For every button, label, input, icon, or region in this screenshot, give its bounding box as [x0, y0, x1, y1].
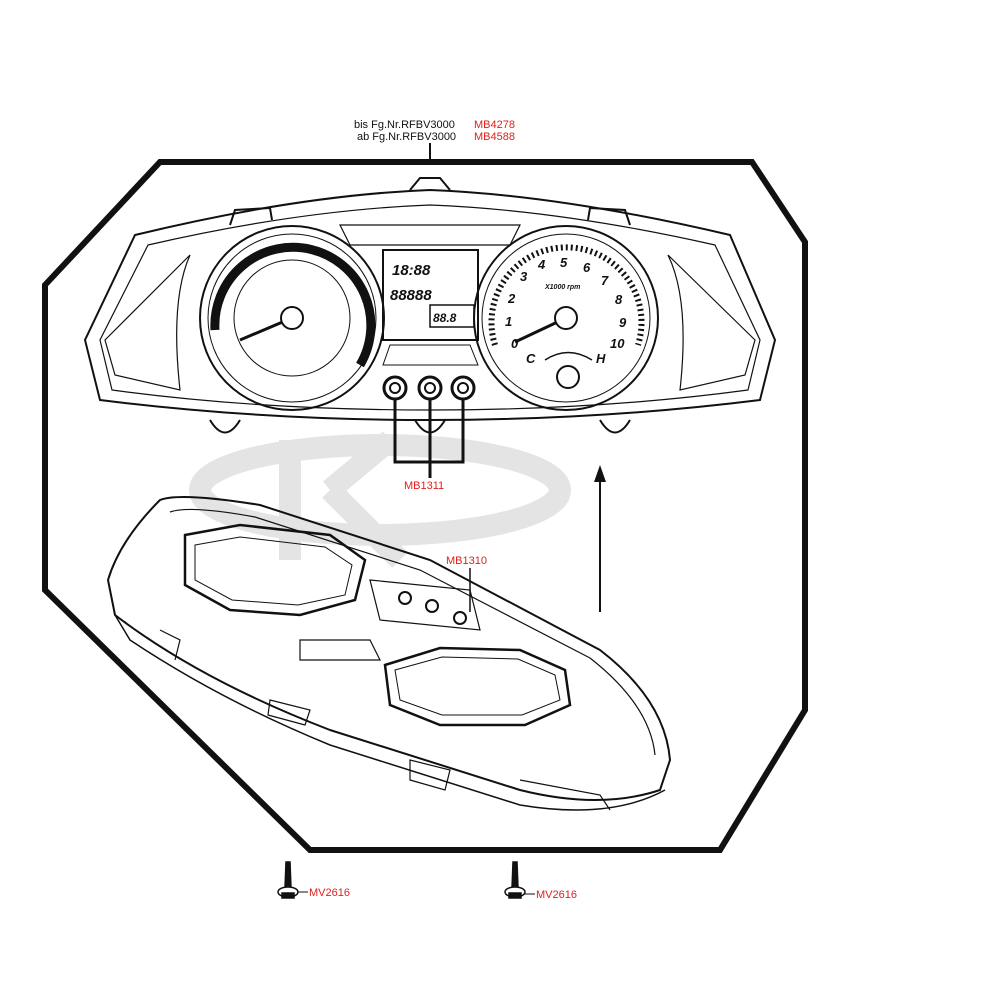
tach-number: 1: [505, 314, 512, 329]
part-number-mb1310[interactable]: MB1310: [446, 555, 487, 567]
callout-prefix-bis: bis Fg.Nr.RFBV3000: [354, 119, 455, 131]
tach-number: 8: [615, 292, 623, 307]
part-number-mb4588[interactable]: MB4588: [474, 131, 515, 143]
screw-left-icon: [277, 861, 299, 899]
lcd-time: 18:88: [392, 262, 431, 279]
tach-number: 3: [520, 269, 528, 284]
lcd-odometer: 88888: [390, 287, 432, 304]
leader-buttons: [393, 400, 465, 478]
assembly-frame: [42, 159, 808, 853]
tach-number: 4: [537, 257, 546, 272]
watermark-logo: [189, 431, 571, 568]
callout-prefix-ab: ab Fg.Nr.RFBV3000: [357, 131, 457, 143]
tach-number: 5: [560, 255, 568, 270]
tach-number: 0: [511, 336, 519, 351]
tach-number: 10: [610, 336, 625, 351]
part-number-mv2616-left[interactable]: MV2616: [309, 887, 350, 899]
temp-cold-label: C: [526, 351, 536, 366]
part-number-mb4278[interactable]: MB4278: [474, 119, 515, 131]
instrument-cluster: [83, 177, 777, 434]
tach-unit: X1000 rpm: [544, 284, 580, 291]
tach-number: 2: [507, 291, 516, 306]
tach-numbers: 0 1 2 3 4 5 6 7 8 9 10 X1000 rpm C H 18:…: [390, 255, 627, 366]
part-number-mv2616-right[interactable]: MV2616: [536, 889, 577, 901]
screw-right-icon: [504, 861, 526, 899]
tach-number: 7: [601, 273, 609, 288]
lcd-trip: 88.8: [433, 311, 457, 325]
assembly-arrow: [594, 465, 606, 612]
tach-number: 9: [619, 315, 627, 330]
tach-number: 6: [583, 260, 591, 275]
part-number-mb1311[interactable]: MB1311: [404, 480, 445, 492]
temp-hot-label: H: [596, 351, 606, 366]
cluster-housing: [106, 495, 672, 811]
